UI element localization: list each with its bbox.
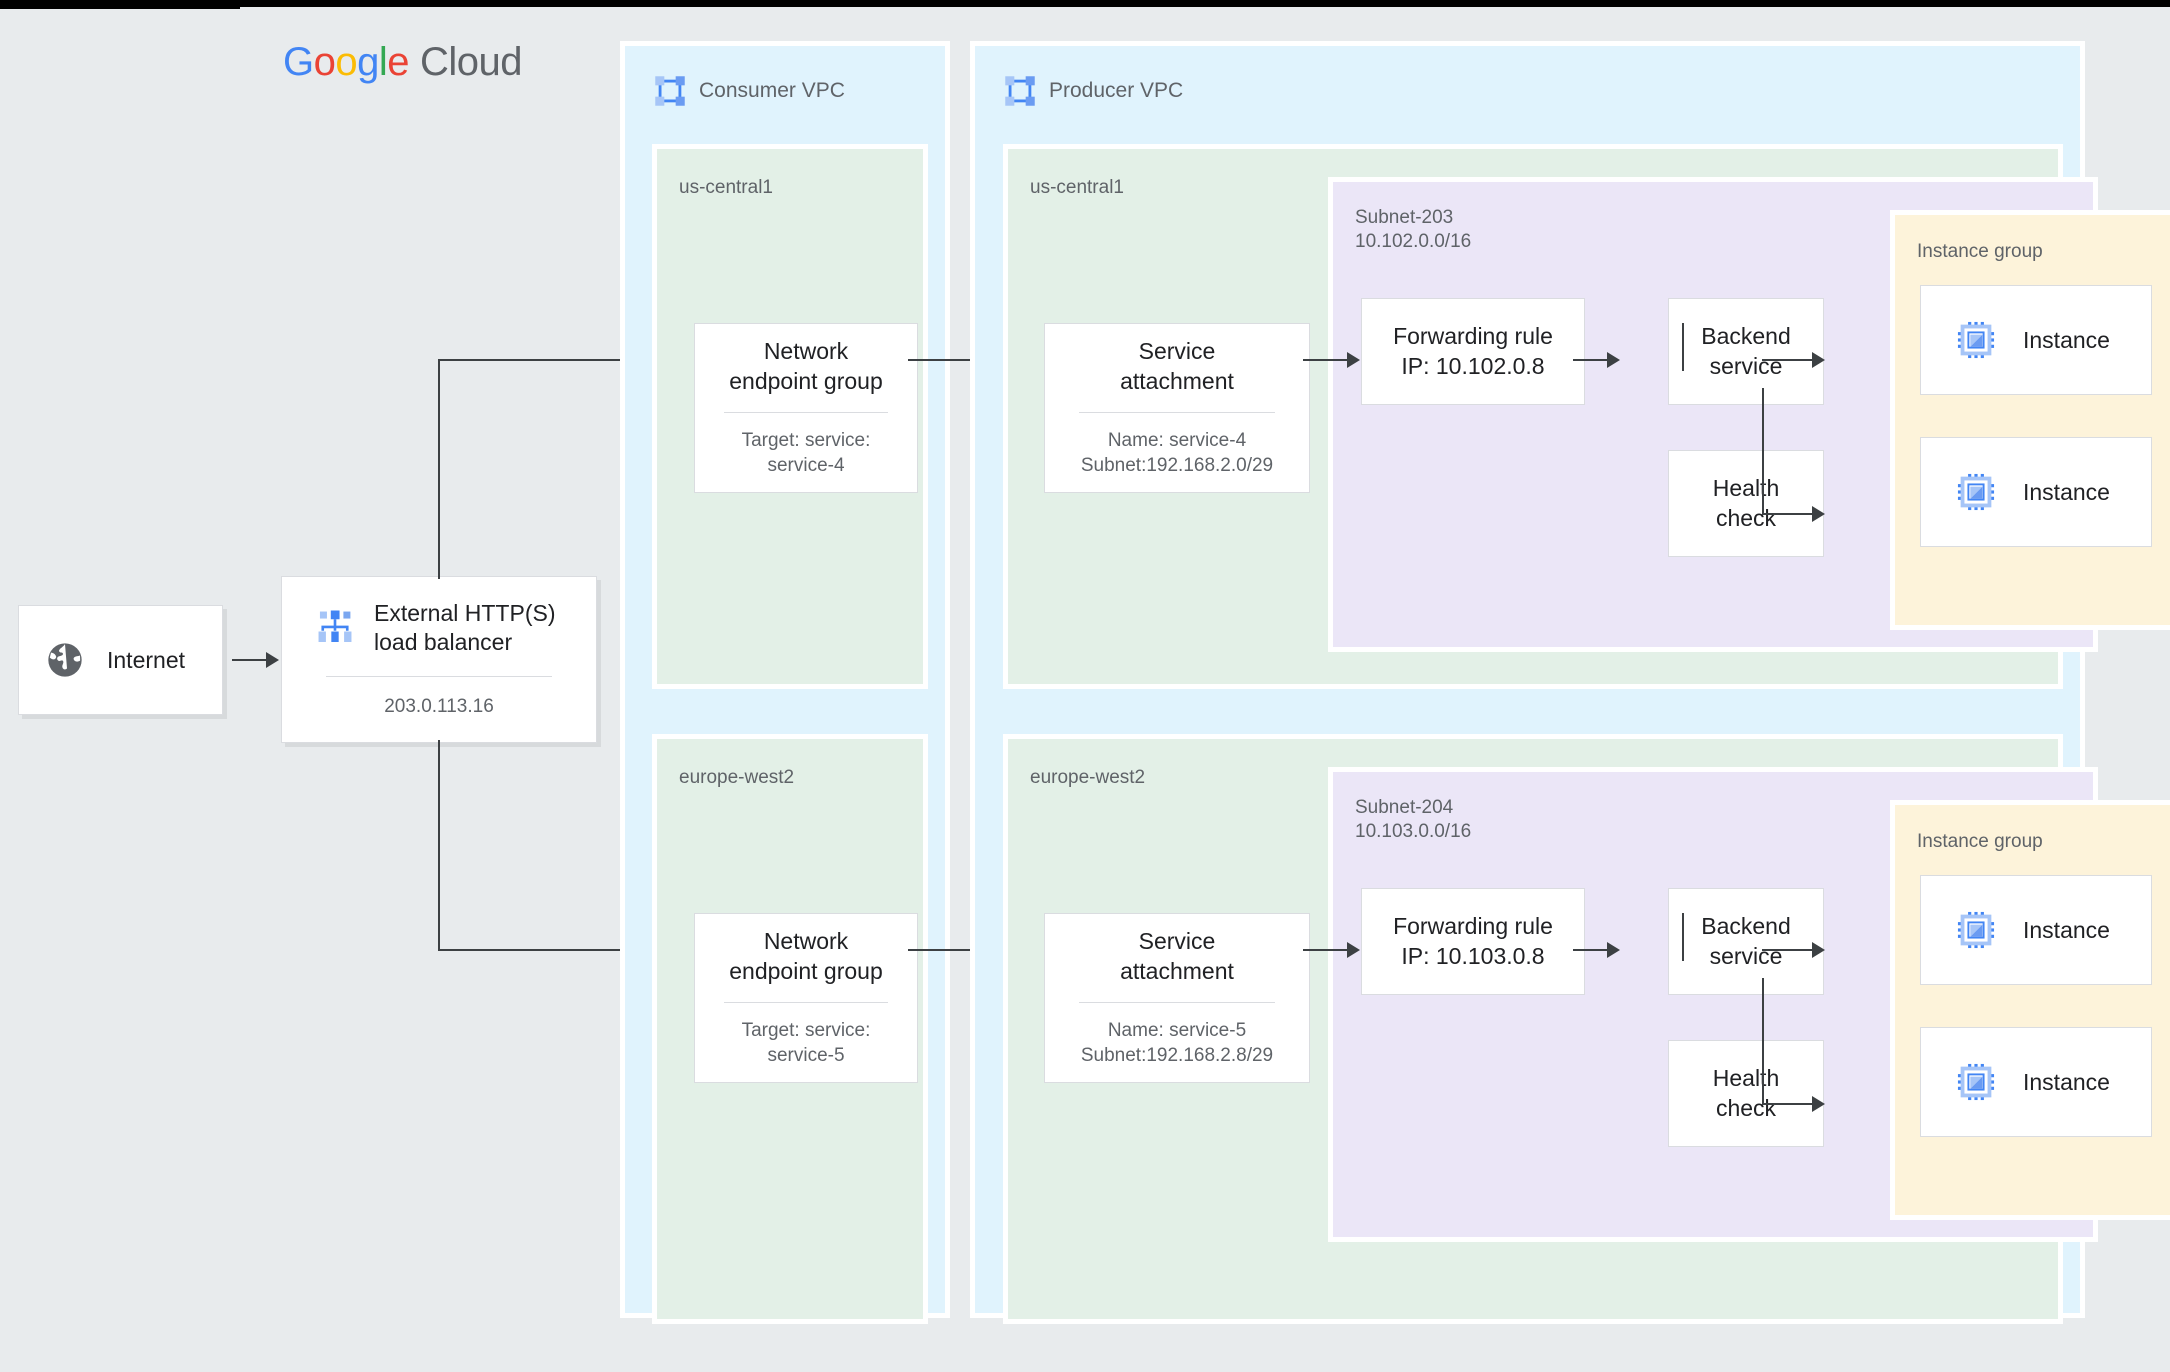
subnet-204-cidr: 10.103.0.0/16 [1355, 820, 1472, 842]
backend-service-line1-1: Backend [1701, 913, 1791, 940]
load-balancer-ip: 203.0.113.16 [384, 695, 494, 717]
sa-sub-0: Name: service-4 Subnet:192.168.2.0/29 [1080, 430, 1274, 476]
instance-node-0-0: Instance [1920, 285, 2152, 395]
instance-group-204: Instance group [1890, 800, 2170, 1220]
neg-sub-0: Target: service: service-4 [741, 430, 871, 476]
forwarding-rule-line1-0: Forwarding rule [1393, 323, 1553, 350]
health-check-204: Health check [1668, 1040, 1824, 1147]
health-check-line2-0: check [1715, 504, 1777, 531]
instance-node-1-0: Instance [1920, 875, 2152, 985]
logo-letter-e: e [387, 40, 410, 84]
health-check-203: Health check [1668, 450, 1824, 557]
health-check-line1-1: Health [1712, 1065, 1780, 1092]
instance-group-label-1: Instance group [1917, 831, 2043, 852]
forwarding-rule-line2-0: IP: 10.102.0.8 [1401, 352, 1545, 379]
internet-node: Internet [18, 605, 223, 715]
instance-chip-icon [1957, 1063, 1995, 1101]
consumer-region-europe-west2: europe-west2 Network endpoint group Targ… [652, 734, 928, 1324]
globe-icon [45, 640, 85, 680]
logo-letter-o1: o [313, 40, 336, 84]
subnet-203-name: Subnet-203 [1355, 207, 1454, 228]
service-attachment-us-central1: Service attachment Name: service-4 Subne… [1044, 323, 1310, 493]
logo-letter-o2: o [335, 40, 358, 84]
load-balancer-title-line2: load balancer [374, 629, 513, 656]
producer-region-europe-west2: europe-west2 Service attachment Name: se… [1003, 734, 2170, 1324]
instance-chip-icon [1957, 473, 1995, 511]
backend-service-line2-1: service [1709, 942, 1783, 969]
load-balancer-node: External HTTP(S) load balancer 203.0.113… [281, 576, 597, 743]
logo-letter-l: l [378, 40, 388, 84]
forwarding-rule-204: Forwarding rule IP: 10.103.0.8 [1361, 888, 1585, 995]
producer-region-label-0: us-central1 [1030, 177, 1124, 198]
load-balancer-icon [314, 607, 356, 649]
instance-label-0-1: Instance [2023, 478, 2110, 505]
backend-service-line1-0: Backend [1701, 323, 1791, 350]
producer-region-label-1: europe-west2 [1030, 767, 1146, 788]
neg-title-1: Network endpoint group [729, 928, 883, 984]
producer-vpc-title: Producer VPC [1049, 79, 1184, 102]
instance-label-1-1: Instance [2023, 1068, 2110, 1095]
instance-group-label-0: Instance group [1917, 241, 2043, 262]
sa-title-0: Service attachment [1120, 338, 1234, 394]
consumer-region-label-0: us-central1 [679, 177, 773, 198]
sa-sub-1: Name: service-5 Subnet:192.168.2.8/29 [1080, 1020, 1274, 1066]
subnet-203-cidr: 10.102.0.0/16 [1355, 230, 1472, 252]
service-attachment-europe-west2: Service attachment Name: service-5 Subne… [1044, 913, 1310, 1083]
load-balancer-title-line1: External HTTP(S) [374, 600, 556, 626]
forwarding-rule-line2-1: IP: 10.103.0.8 [1401, 942, 1545, 969]
network-endpoint-group-us-central1: Network endpoint group Target: service: … [694, 323, 918, 493]
instance-node-1-1: Instance [1920, 1027, 2152, 1137]
internet-label: Internet [107, 646, 185, 673]
instance-chip-icon [1957, 911, 1995, 949]
subnet-204-name: Subnet-204 [1355, 797, 1454, 818]
health-check-line1-0: Health [1712, 475, 1780, 502]
logo-letter-g2: g [357, 40, 379, 84]
neg-title-0: Network endpoint group [729, 338, 883, 394]
consumer-region-us-central1: us-central1 Network endpoint group Targe… [652, 144, 928, 689]
producer-region-us-central1: us-central1 Service attachment Name: ser… [1003, 144, 2170, 689]
health-check-line2-1: check [1715, 1094, 1777, 1121]
backend-service-line2-0: service [1709, 352, 1783, 379]
top-black-bar [0, 0, 2170, 9]
producer-vpc-container: Producer VPC us-central1 Service attachm… [970, 41, 2170, 1324]
instance-group-203: Instance group [1890, 210, 2170, 630]
instance-label-0-0: Instance [2023, 326, 2110, 353]
consumer-vpc-title: Consumer VPC [699, 79, 845, 102]
network-endpoint-group-europe-west2: Network endpoint group Target: service: … [694, 913, 918, 1083]
instance-node-0-1: Instance [1920, 437, 2152, 547]
vpc-icon [653, 74, 687, 108]
instance-label-1-0: Instance [2023, 916, 2110, 943]
vpc-icon [1003, 74, 1037, 108]
logo-word-cloud: Cloud [420, 40, 523, 84]
backend-service-203: Backend service [1668, 298, 1824, 405]
instance-chip-icon [1957, 321, 1995, 359]
sa-title-1: Service attachment [1120, 928, 1234, 984]
neg-sub-1: Target: service: service-5 [741, 1020, 871, 1066]
backend-service-204: Backend service [1668, 888, 1824, 995]
forwarding-rule-line1-1: Forwarding rule [1393, 913, 1553, 940]
producer-vpc-header: Producer VPC [1003, 74, 1183, 108]
logo-letter-g: G [283, 40, 314, 84]
forwarding-rule-203: Forwarding rule IP: 10.102.0.8 [1361, 298, 1585, 405]
consumer-vpc-container: Consumer VPC us-central1 Network endpoin… [620, 41, 950, 1324]
consumer-region-label-1: europe-west2 [679, 767, 795, 788]
top-bar-notch [240, 7, 2170, 10]
consumer-vpc-header: Consumer VPC [653, 74, 845, 108]
